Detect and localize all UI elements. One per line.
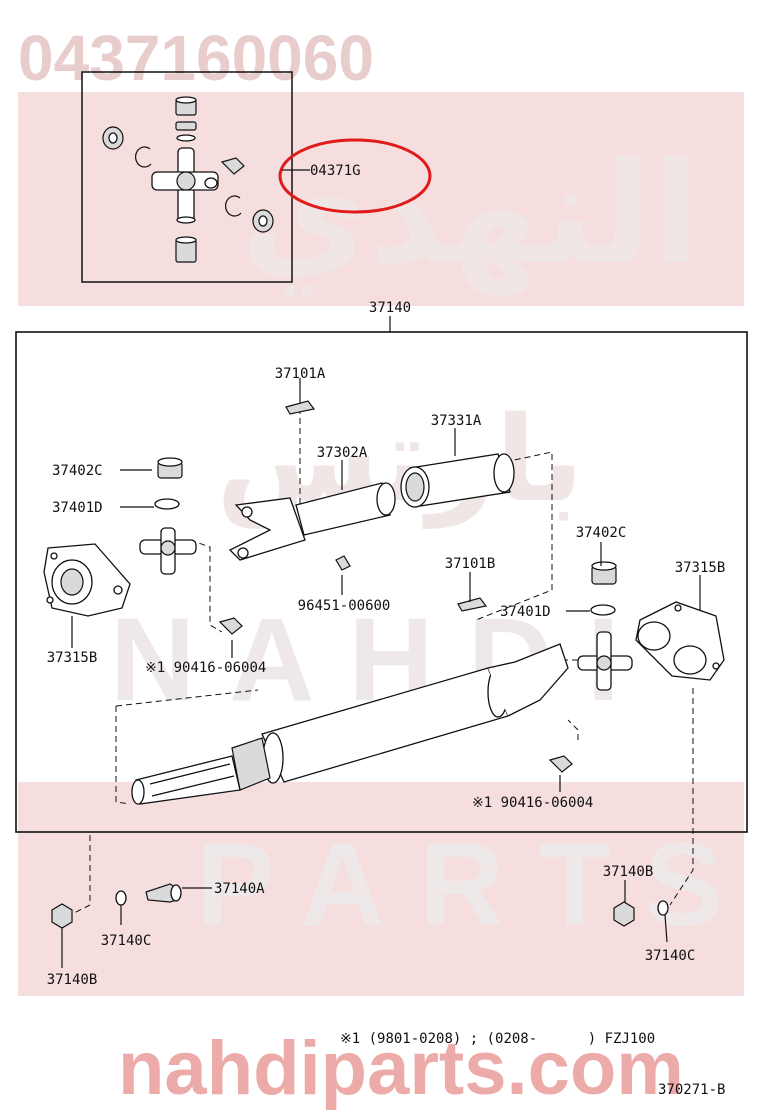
label-37402C-right: 37402C: [576, 525, 627, 541]
sleeve-yoke: [228, 482, 396, 561]
footnote: ※1 (9801-0208) ; (0208- ) FZJ100: [340, 1031, 655, 1047]
u-joint-left: [139, 457, 197, 575]
propeller-shaft-tube: [131, 643, 569, 805]
watermark-band-top: [18, 92, 744, 306]
label-37140C-left: 37140C: [101, 933, 152, 949]
balance-weight-b: [457, 597, 488, 612]
label-37331A: 37331A: [431, 413, 482, 429]
watermark-band-bottom: [18, 782, 744, 996]
assembly-frame: [15, 331, 748, 833]
leader-lines: [71, 378, 701, 792]
label-04371G: 04371G: [310, 163, 361, 179]
label-96451-00600: 96451-00600: [298, 598, 391, 614]
inset-frame: [81, 71, 293, 283]
label-37101B: 37101B: [445, 556, 496, 572]
watermark-website: nahdiparts.com: [118, 1026, 684, 1111]
assembly-labels: 37101A 37331A 37302A 37402C 37401D 37315…: [47, 366, 726, 811]
label-37101A: 37101A: [275, 366, 326, 382]
label-37401D-left: 37401D: [52, 500, 103, 516]
label-37140C-right: 37140C: [645, 948, 696, 964]
snap-ring-top: [176, 134, 196, 142]
loose-parts: 37140A 37140C 37140B 37140B 37140C: [47, 864, 696, 988]
label-37140B-left: 37140B: [47, 972, 98, 988]
bolt-90416-right: [548, 755, 573, 773]
u-joint-right: [577, 561, 633, 691]
label-37315B-right: 37315B: [675, 560, 726, 576]
nut-37140B-right: [613, 901, 635, 927]
label-37315B-left: 37315B: [47, 650, 98, 666]
nut-37140B-left: [51, 903, 73, 929]
balance-weight-a: [285, 400, 316, 415]
grease-fitting-96451: [335, 555, 351, 571]
washer-37140C-left: [115, 890, 127, 906]
snap-ring-left: [135, 146, 152, 168]
diagram-code: 370271-B: [658, 1082, 725, 1098]
snap-ring-right: [225, 195, 242, 217]
label-90416-06004-left: ※1 90416-06004: [145, 660, 266, 676]
label-90416-06004-right: ※1 90416-06004: [472, 795, 593, 811]
snap-ring-bottom: [176, 216, 196, 224]
assembly-guides: [69, 398, 694, 916]
label-37401D-right: 37401D: [500, 604, 551, 620]
label-37140A: 37140A: [214, 881, 265, 897]
highlight-circle: [278, 138, 432, 214]
grease-fitting: [220, 157, 245, 175]
bolt-90416-left: [218, 617, 243, 635]
sleeve-yoke-boot: [400, 453, 515, 508]
u-joint-kit-inset: [81, 71, 293, 283]
watermark-part-number: 0437160060: [18, 22, 374, 94]
flange-left: [43, 543, 131, 617]
label-37402C-left: 37402C: [52, 463, 103, 479]
label-37302A: 37302A: [317, 445, 368, 461]
main-assembly-parts: [43, 400, 725, 805]
watermark-brand-parts: PARTS: [196, 819, 757, 951]
label-37140: 37140: [369, 300, 411, 316]
washer-37140C-right: [657, 900, 669, 916]
watermark-arabic-brand: النهدي: [240, 133, 699, 297]
flange-right: [635, 601, 725, 681]
label-37140B-right: 37140B: [603, 864, 654, 880]
